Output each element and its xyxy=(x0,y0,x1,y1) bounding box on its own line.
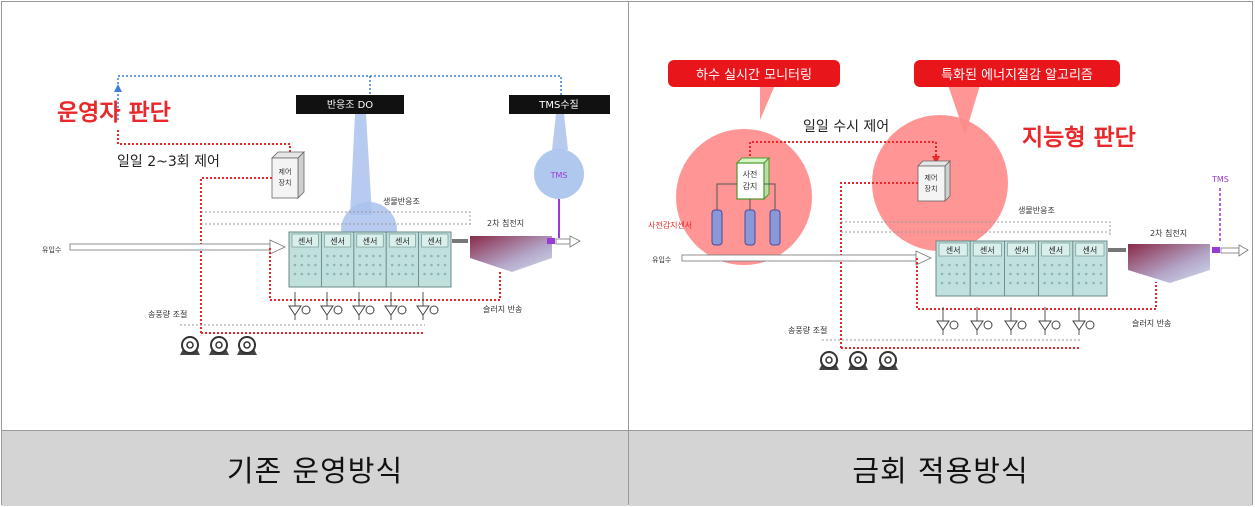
sensor-label: 센서 xyxy=(980,245,995,255)
pre-detection-device: 사전 감지 xyxy=(735,156,771,201)
svg-text:제어: 제어 xyxy=(279,167,292,176)
monitoring-callout-box xyxy=(668,60,840,87)
caption-existing-method: 기존 운영방식 xyxy=(2,430,628,506)
sensor-label: 센서 xyxy=(298,236,313,246)
left-bioreactor-label: 생물반응조 xyxy=(383,196,420,206)
diffuser-valve xyxy=(970,307,993,335)
caption-applied-method: 금회 적용방식 xyxy=(629,430,1252,506)
blower xyxy=(848,351,868,370)
right-diffuser-group xyxy=(936,307,1095,335)
sensor-cell: 센서 xyxy=(288,231,322,288)
diffuser-valve xyxy=(1072,307,1095,335)
left-influent-label: 유입수 xyxy=(42,246,62,254)
right-bioreactor-label: 생물반응조 xyxy=(1018,205,1055,215)
right-tms-label: TMS xyxy=(1211,175,1229,184)
svg-text:장치: 장치 xyxy=(279,178,292,187)
tms-label: TMS수질 xyxy=(538,99,578,111)
left-control-frequency: 일일 2~3회 제어 xyxy=(117,154,220,170)
algorithm-callout-box xyxy=(914,60,1120,87)
pre-sensor-label: 사전감지센서 xyxy=(648,220,692,230)
sensor-label: 센서 xyxy=(946,245,961,255)
right-clarifier-label: 2차 침전지 xyxy=(1150,228,1187,238)
left-control-device: 제어 장치 xyxy=(271,151,305,199)
left-tms-sensor xyxy=(534,149,584,199)
right-sensor-group: 센서 센서 센서 센서 센서 xyxy=(935,240,1108,297)
diffuser-valve xyxy=(320,292,343,320)
diffuser-valve xyxy=(416,292,439,320)
diffuser-valve xyxy=(288,292,311,320)
diffuser-valve xyxy=(352,292,375,320)
diffuser-valve xyxy=(936,307,959,335)
svg-text:사전: 사전 xyxy=(743,169,758,179)
sensor-label: 센서 xyxy=(363,236,378,246)
sensor-label: 센서 xyxy=(1014,245,1029,255)
left-diffuser-group xyxy=(288,292,439,320)
sensor-cell: 센서 xyxy=(1038,240,1074,297)
diffuser-valve xyxy=(1004,307,1027,335)
svg-text:TMS: TMS xyxy=(550,171,568,180)
left-sludge-return-label: 슬러지 반송 xyxy=(483,304,522,314)
pre-detection-sensors xyxy=(711,209,781,246)
right-control-frequency: 일일 수시 제어 xyxy=(803,119,889,135)
right-sludge-return-label: 슬러지 반송 xyxy=(1132,318,1171,328)
sensor-label: 센서 xyxy=(395,236,410,246)
intelligent-judgment-title: 지능형 판단 xyxy=(1022,125,1136,151)
blower xyxy=(819,351,839,370)
do-callout-pointer xyxy=(350,114,372,215)
sensor-cell: 센서 xyxy=(418,231,452,288)
monitoring-callout-text: 하수 실시간 모니터링 xyxy=(696,68,812,83)
left-feedback-line xyxy=(117,75,562,120)
do-label-box xyxy=(296,95,404,114)
do-label: 반응조 DO xyxy=(327,99,373,111)
operator-judgment-title: 운영자 판단 xyxy=(57,100,171,126)
panel-divider xyxy=(628,1,629,505)
sensor-cell: 센서 xyxy=(320,231,355,288)
sensor-label: 센서 xyxy=(1048,245,1063,255)
right-air-control-label: 송풍량 조절 xyxy=(788,325,827,335)
left-air-control-label: 송풍량 조절 xyxy=(148,309,187,319)
left-clarifier-label: 2차 침전지 xyxy=(487,218,524,228)
diffuser-valve xyxy=(1038,307,1061,335)
svg-text:장치: 장치 xyxy=(925,184,938,193)
sensor-label: 센서 xyxy=(427,236,442,246)
right-control-device: 제어 장치 xyxy=(917,160,951,202)
svg-text:감지: 감지 xyxy=(743,181,758,191)
right-influent-label: 유입수 xyxy=(652,256,672,264)
sensor-cell: 센서 xyxy=(935,240,971,297)
sensor-label: 센서 xyxy=(330,236,345,246)
left-panel: 운영자 판단 일일 2~3회 제어 반응조 DO TMS수질 TMS 제어 장치… xyxy=(42,75,610,355)
tms-label-box xyxy=(509,95,610,114)
sensor-cell: 센서 xyxy=(969,240,1005,297)
blower xyxy=(209,336,229,355)
comparison-diagram: 운영자 판단 일일 2~3회 제어 반응조 DO TMS수질 TMS 제어 장치… xyxy=(42,60,1249,370)
blower xyxy=(878,351,898,370)
left-sensor-group: 센서 센서 센서 센서 센서 xyxy=(288,231,452,288)
sensor-cell: 센서 xyxy=(1004,240,1040,297)
blower xyxy=(180,336,200,355)
diffuser-valve xyxy=(384,292,407,320)
left-blower-group xyxy=(180,336,257,355)
sensor-cell: 센서 xyxy=(1072,240,1108,297)
left-clarifier xyxy=(470,236,552,272)
algorithm-callout-text: 특화된 에너지절감 알고리즘 xyxy=(941,68,1093,83)
blower xyxy=(237,336,257,355)
right-panel: 하수 실시간 모니터링 특화된 에너지절감 알고리즘 일일 수시 제어 지능형 … xyxy=(648,60,1249,370)
right-blower-group xyxy=(819,351,898,370)
svg-text:제어: 제어 xyxy=(925,173,938,182)
right-clarifier xyxy=(1128,244,1210,283)
sensor-label: 센서 xyxy=(1083,245,1098,255)
